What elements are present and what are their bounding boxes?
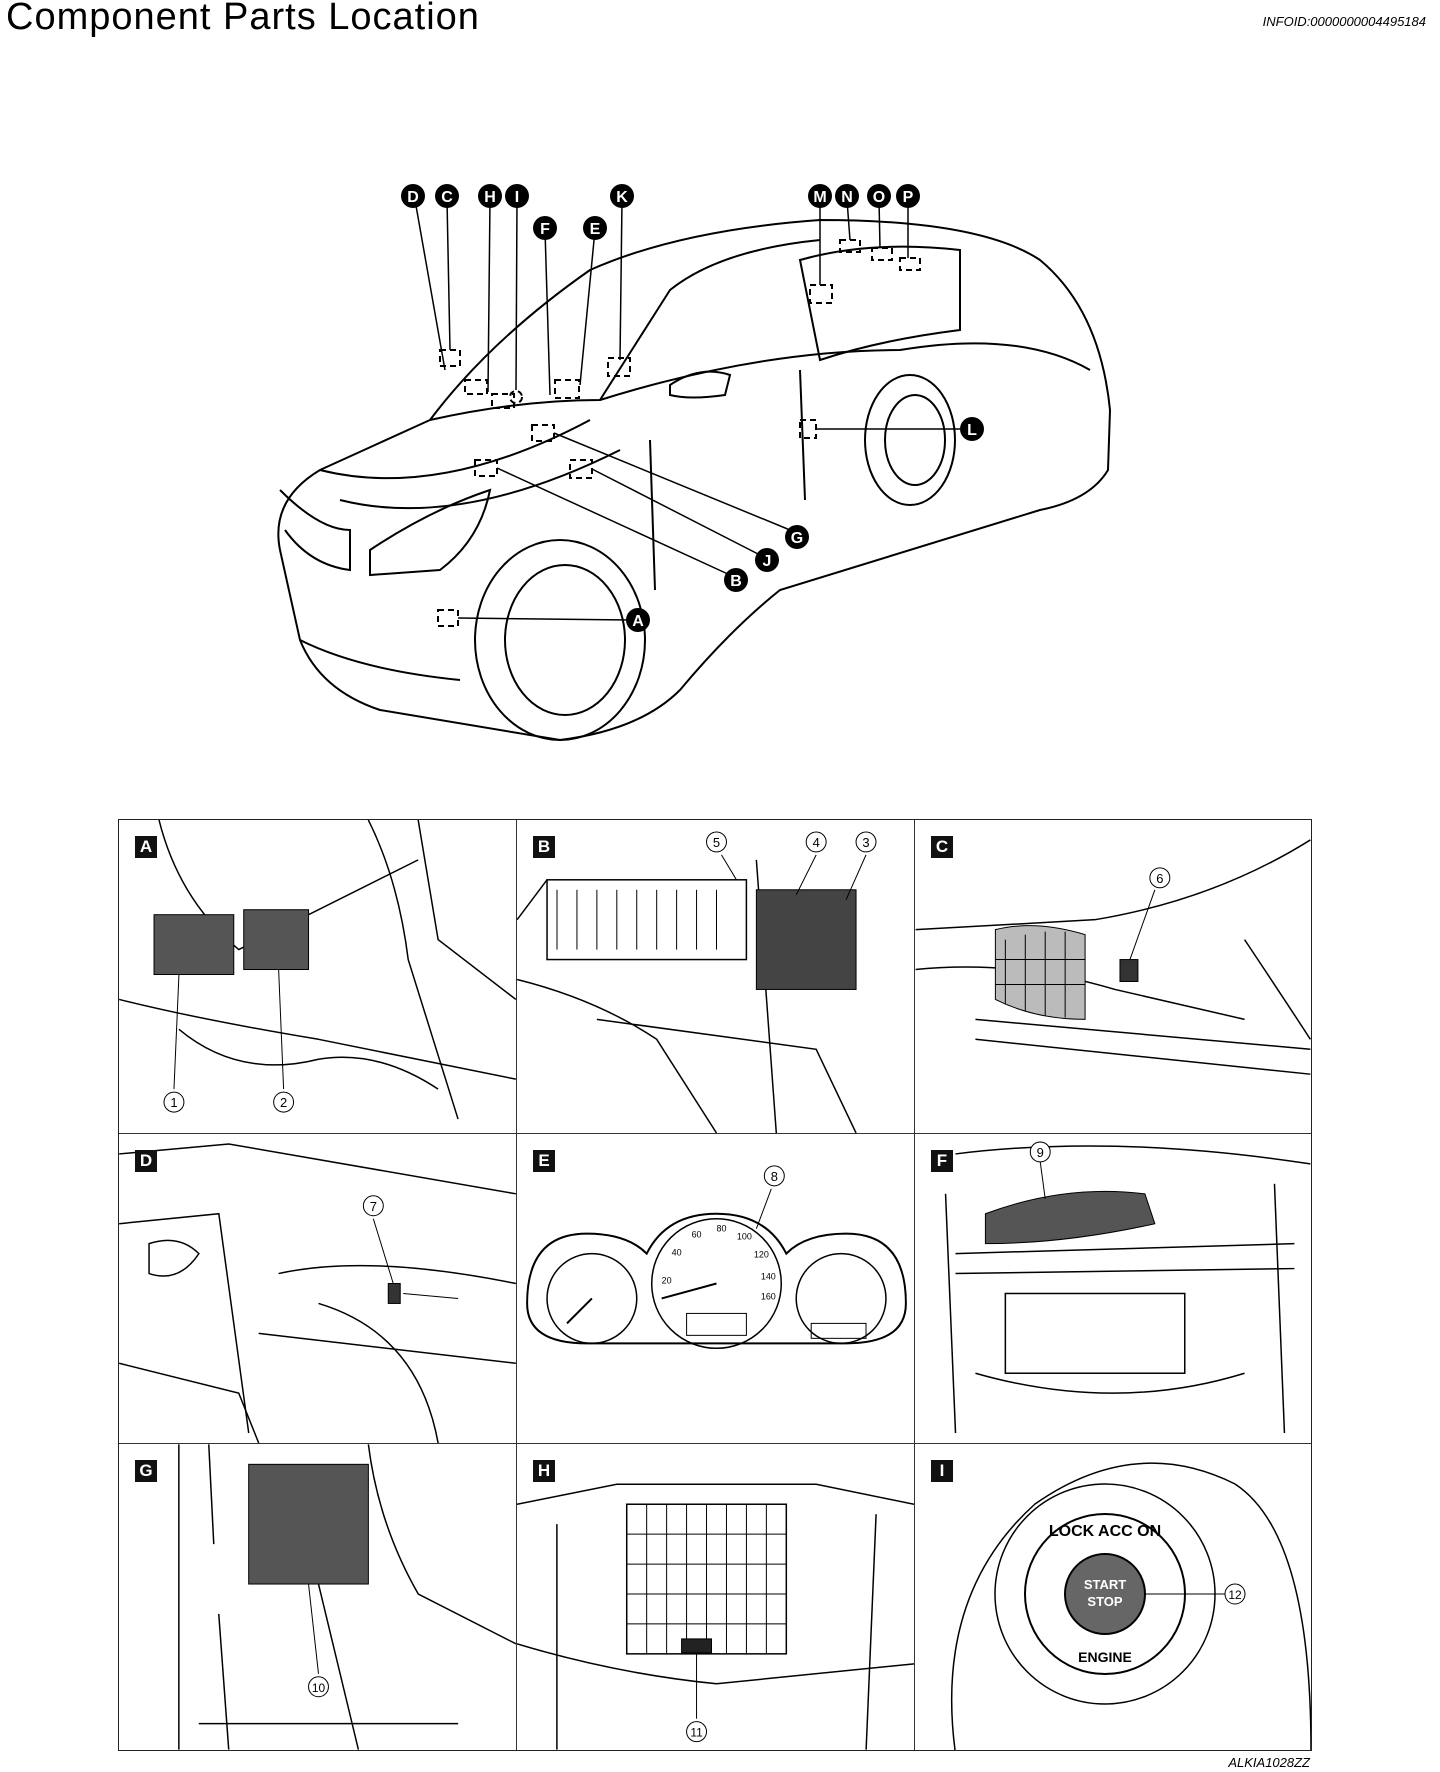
headlight <box>369 488 492 577</box>
panel-c: C 6 <box>915 820 1311 1134</box>
speed-60: 60 <box>692 1230 702 1240</box>
callout-9: 9 <box>1037 1145 1044 1160</box>
panel-a-drawing: 1 2 <box>119 820 516 1120</box>
panel-e: E 20 40 60 80 100 120 140 160 8 <box>517 1134 915 1444</box>
panel-letter: I <box>931 1460 953 1482</box>
label-h: H <box>484 189 496 206</box>
vehicle-overview-diagram: D C H I F E K M N O P L G J <box>260 170 1120 770</box>
car-body-outline <box>277 218 1112 742</box>
label-e: E <box>590 221 601 238</box>
panel-i-drawing: LOCK ACC ON START STOP ENGINE 12 <box>950 1462 1311 1750</box>
button-start-text: START <box>1084 1577 1126 1592</box>
panel-a: A 1 2 <box>119 820 517 1134</box>
overview-labels: D C H I F E K M N O P L G J <box>401 184 984 632</box>
callout-2: 2 <box>280 1095 287 1110</box>
panel-c-drawing: 6 <box>915 839 1311 1075</box>
speed-120: 120 <box>754 1250 769 1260</box>
label-j: J <box>763 553 772 570</box>
info-id: INFOID:0000000004495184 <box>1262 14 1426 29</box>
panel-h: H 11 <box>517 1444 915 1750</box>
panel-letter: E <box>533 1150 555 1172</box>
panel-b-drawing: 5 4 3 <box>517 831 877 1133</box>
label-k: K <box>616 189 628 206</box>
label-o: O <box>873 189 885 206</box>
panel-letter: A <box>135 836 157 858</box>
label-b: B <box>730 573 742 590</box>
panel-e-drawing: 20 40 60 80 100 120 140 160 8 <box>526 1165 907 1350</box>
label-p: P <box>903 189 914 206</box>
label-f: F <box>540 221 550 238</box>
speed-40: 40 <box>672 1248 682 1258</box>
label-c: C <box>441 189 453 206</box>
panel-letter: D <box>135 1150 157 1172</box>
panel-d-drawing: 7 <box>119 1143 516 1443</box>
page-title: Component Parts Location <box>6 0 480 38</box>
callout-4: 4 <box>813 835 820 850</box>
figure-code: ALKIA1028ZZ <box>1228 1755 1310 1770</box>
panel-letter: F <box>931 1150 953 1172</box>
label-d: D <box>407 189 419 206</box>
panel-d: D 7 <box>119 1134 517 1444</box>
panel-f-drawing: 9 <box>944 1141 1311 1434</box>
speed-140: 140 <box>761 1272 776 1282</box>
callout-7: 7 <box>370 1199 377 1214</box>
instrument-cluster-outline <box>526 1212 907 1345</box>
callout-6: 6 <box>1156 871 1163 886</box>
panel-b: B 5 4 3 <box>517 820 915 1134</box>
label-n: N <box>841 189 853 206</box>
panel-letter: C <box>931 836 953 858</box>
side-mirror <box>669 370 732 399</box>
callout-10: 10 <box>312 1681 326 1695</box>
panel-h-drawing: 11 <box>517 1483 914 1750</box>
label-i: I <box>515 189 519 206</box>
callout-3: 3 <box>862 835 869 850</box>
panel-f: F 9 <box>915 1134 1311 1444</box>
callout-5: 5 <box>713 835 720 850</box>
panel-letter: G <box>135 1460 157 1482</box>
callout-8: 8 <box>771 1169 778 1184</box>
speed-80: 80 <box>716 1224 726 1234</box>
ring-top-text: LOCK ACC ON <box>1049 1523 1161 1540</box>
callout-12: 12 <box>1228 1588 1242 1602</box>
speed-20: 20 <box>662 1276 672 1286</box>
panel-g: G 10 <box>119 1444 517 1750</box>
front-wheel <box>474 539 646 741</box>
grille <box>279 489 351 572</box>
label-l: L <box>967 422 977 439</box>
callout-11: 11 <box>690 1726 703 1740</box>
side-window <box>798 245 961 362</box>
callout-1: 1 <box>170 1095 177 1110</box>
label-a: A <box>632 613 644 630</box>
panel-letter: B <box>533 836 555 858</box>
panel-g-drawing: 10 <box>178 1444 516 1750</box>
ring-bottom-text: ENGINE <box>1078 1649 1132 1665</box>
label-m: M <box>813 189 826 206</box>
label-g: G <box>791 530 803 547</box>
speed-100: 100 <box>737 1232 752 1242</box>
rear-wheel <box>864 374 956 506</box>
speed-160: 160 <box>761 1291 776 1301</box>
button-stop-text: STOP <box>1087 1594 1122 1609</box>
panel-letter: H <box>533 1460 555 1482</box>
detail-panels-grid: A 1 2 B <box>118 819 1312 1751</box>
panel-i: I LOCK ACC ON START STOP ENGINE 12 <box>915 1444 1311 1750</box>
